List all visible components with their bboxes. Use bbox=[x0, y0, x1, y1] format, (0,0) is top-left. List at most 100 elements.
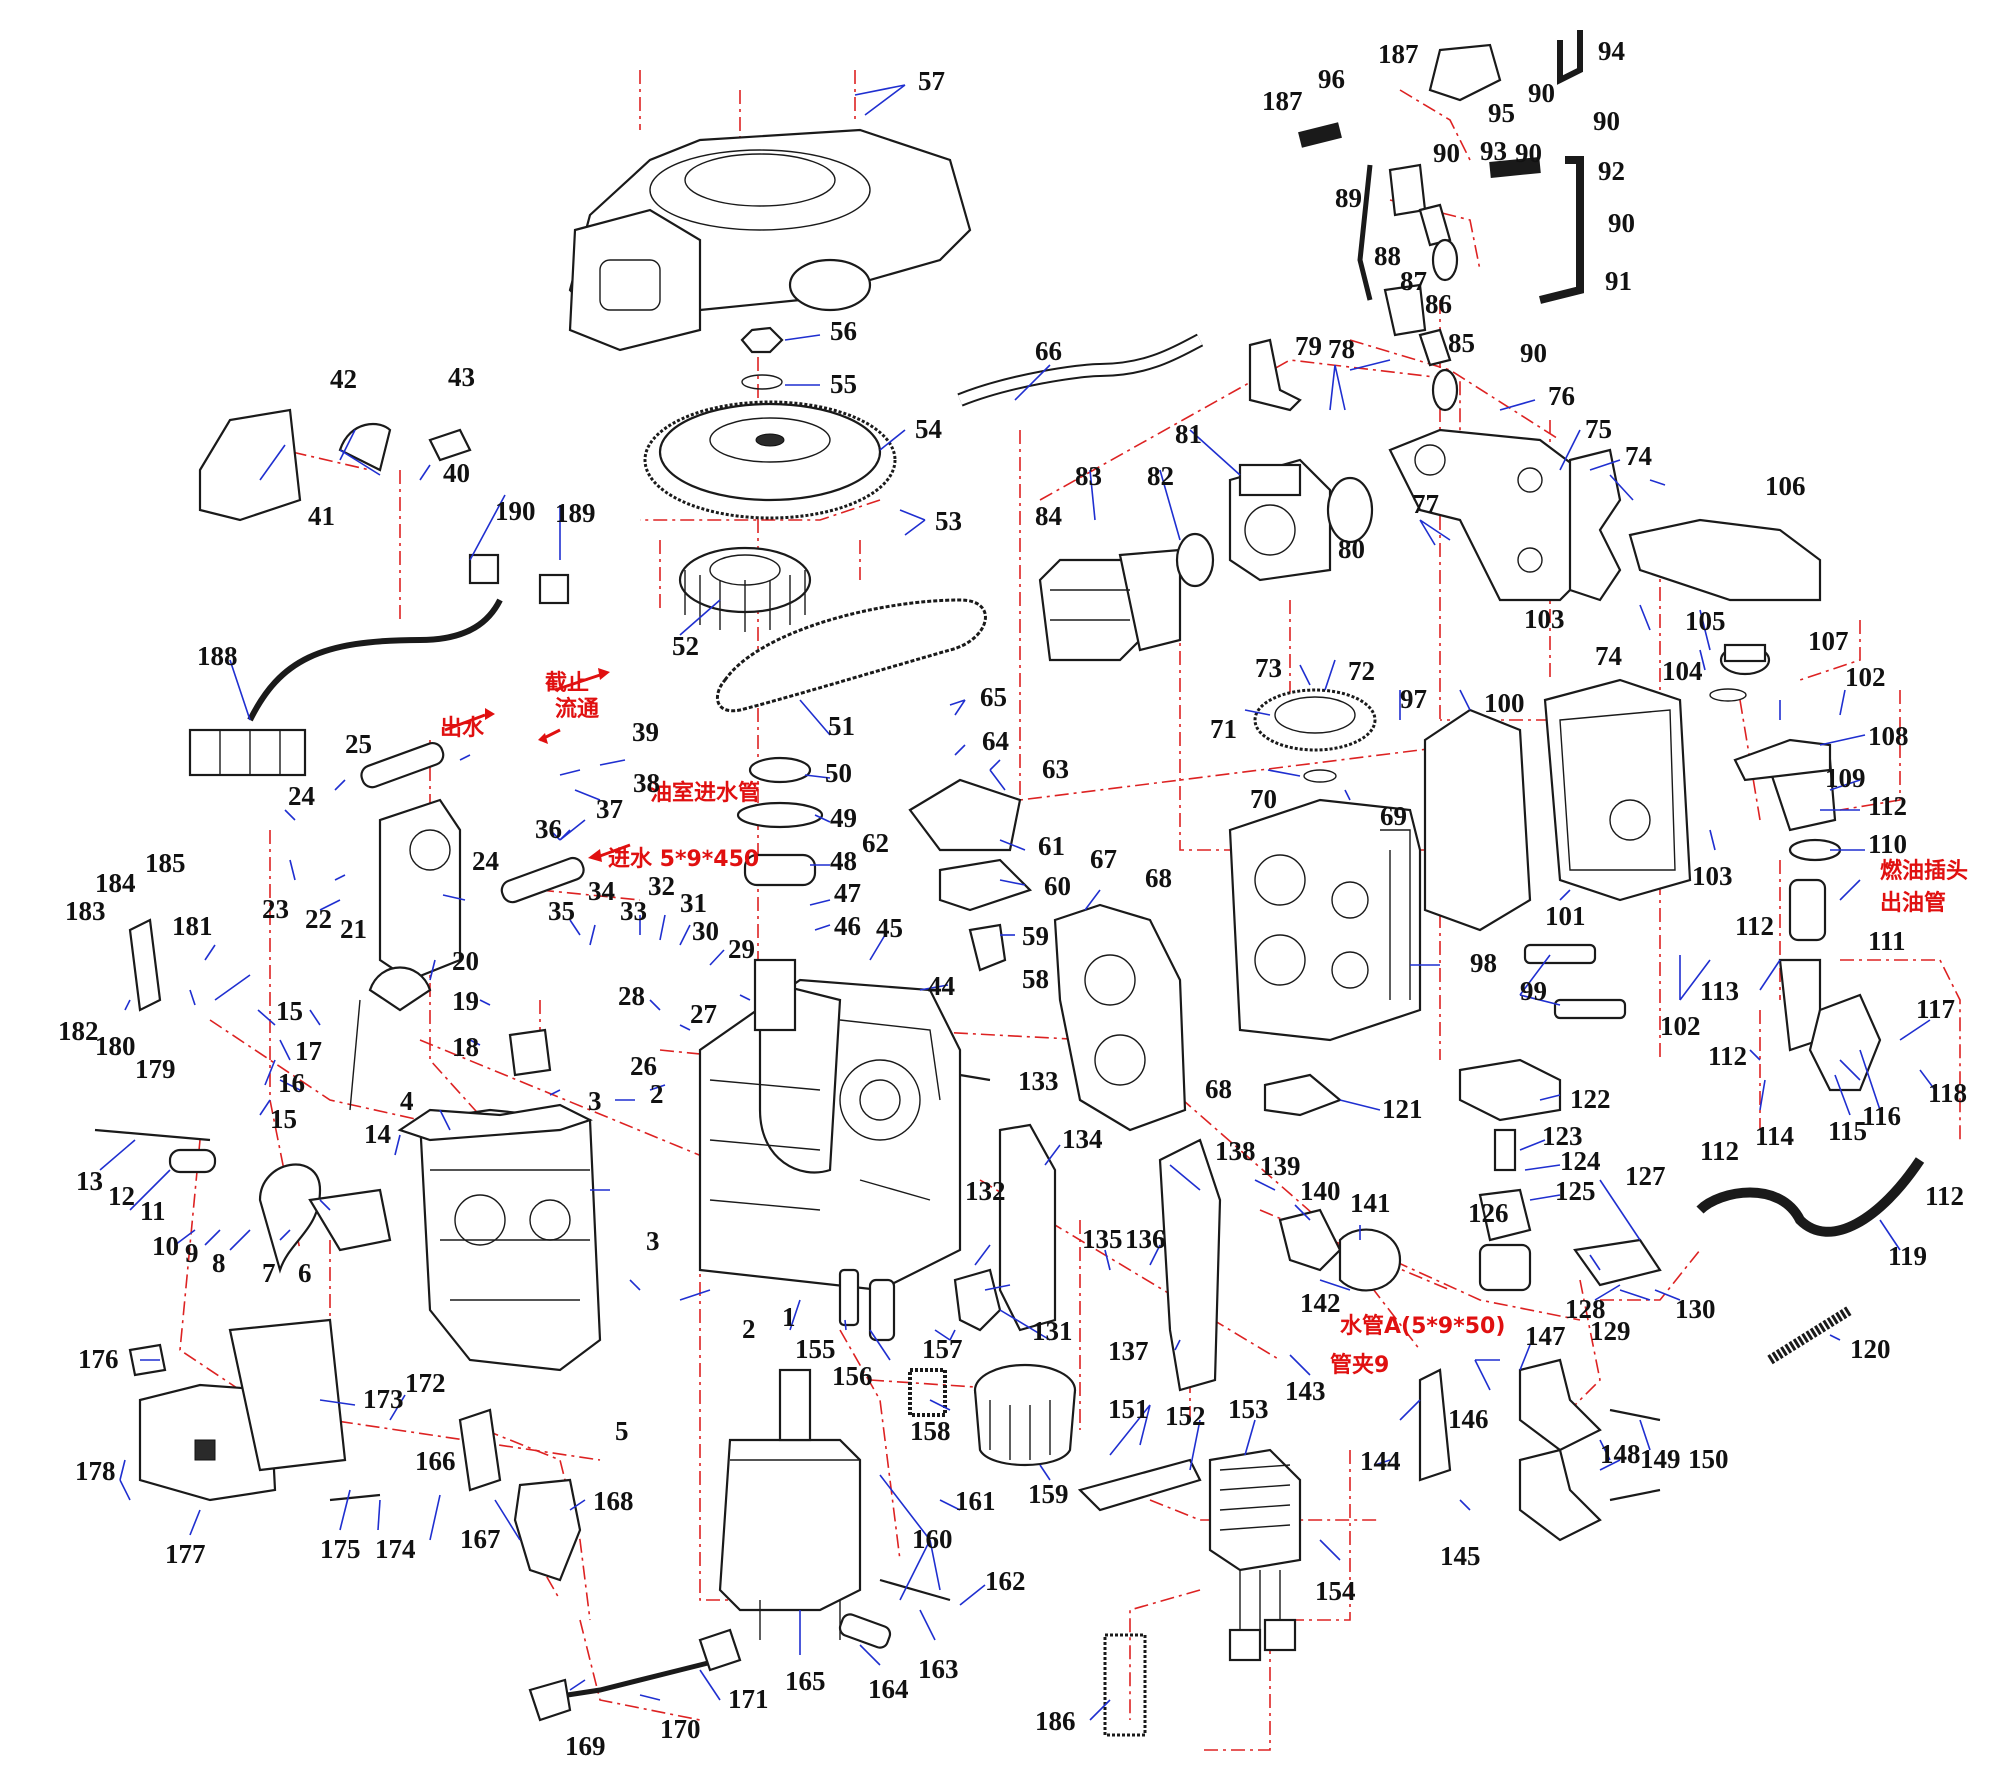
callout-186: 186 bbox=[1035, 1706, 1076, 1736]
callout-165: 165 bbox=[785, 1666, 826, 1696]
callout-151: 151 bbox=[1108, 1394, 1149, 1424]
relief-spring bbox=[908, 1368, 947, 1417]
callout-161: 161 bbox=[955, 1486, 996, 1516]
callout-185: 185 bbox=[145, 848, 186, 878]
callout-94: 94 bbox=[1598, 36, 1625, 66]
callout-8: 8 bbox=[212, 1248, 226, 1278]
callout-54: 54 bbox=[915, 414, 942, 444]
callout-53: 53 bbox=[935, 506, 962, 536]
callout-108: 108 bbox=[1868, 721, 1909, 751]
callout-112: 112 bbox=[1700, 1136, 1739, 1166]
flywheel bbox=[643, 400, 897, 520]
callout-153: 153 bbox=[1228, 1394, 1269, 1424]
dowel-pin bbox=[959, 1073, 991, 1082]
callout-109: 109 bbox=[1825, 763, 1866, 793]
callout-71: 71 bbox=[1210, 714, 1237, 744]
note-fuel-plug-line2: 出油管 bbox=[1880, 890, 1946, 916]
callout-40: 40 bbox=[443, 458, 470, 488]
callout-171: 171 bbox=[728, 1684, 769, 1714]
callout-90: 90 bbox=[1433, 138, 1460, 168]
hose-fitting bbox=[338, 422, 392, 472]
callout-177: 177 bbox=[165, 1539, 206, 1569]
callout-164: 164 bbox=[868, 1674, 909, 1704]
fuel-hose bbox=[1696, 1157, 1925, 1237]
callout-134: 134 bbox=[1062, 1124, 1103, 1154]
callout-38: 38 bbox=[633, 768, 660, 798]
callout-90: 90 bbox=[1593, 106, 1620, 136]
callout-24: 24 bbox=[288, 781, 315, 811]
callout-105: 105 bbox=[1685, 606, 1726, 636]
callout-67: 67 bbox=[1090, 844, 1117, 874]
pressure-sensor bbox=[953, 1268, 1002, 1332]
callout-78: 78 bbox=[1328, 334, 1355, 364]
callout-127: 127 bbox=[1625, 1161, 1666, 1191]
callout-30: 30 bbox=[692, 916, 719, 946]
oil-seal bbox=[748, 756, 812, 784]
callout-131: 131 bbox=[1032, 1316, 1073, 1346]
rectifier-regulator bbox=[1208, 1448, 1302, 1662]
callout-140: 140 bbox=[1300, 1176, 1341, 1206]
callout-187: 187 bbox=[1378, 39, 1419, 69]
callout-167: 167 bbox=[460, 1524, 501, 1554]
callout-32: 32 bbox=[648, 871, 675, 901]
callout-47: 47 bbox=[834, 878, 861, 908]
callout-135: 135 bbox=[1082, 1224, 1123, 1254]
callout-111: 111 bbox=[1868, 926, 1906, 956]
callout-120: 120 bbox=[1850, 1334, 1891, 1364]
callout-114: 114 bbox=[1755, 1121, 1794, 1151]
thermostat-cover bbox=[1278, 1208, 1342, 1272]
fuel-filter-bracket bbox=[1733, 738, 1832, 782]
relay-bracket bbox=[458, 1408, 502, 1492]
callout-14: 14 bbox=[364, 1119, 391, 1149]
callout-146: 146 bbox=[1448, 1404, 1489, 1434]
timing-belt bbox=[716, 598, 987, 713]
callout-95: 95 bbox=[1488, 98, 1515, 128]
callout-119: 119 bbox=[1888, 1241, 1927, 1271]
callout-90: 90 bbox=[1528, 78, 1555, 108]
wire-harness bbox=[188, 553, 570, 777]
cable-boot-2 bbox=[698, 1628, 742, 1672]
callout-85: 85 bbox=[1448, 328, 1475, 358]
callout-27: 27 bbox=[690, 999, 717, 1029]
callout-51: 51 bbox=[828, 711, 855, 741]
crank-cover-gasket bbox=[938, 858, 1033, 912]
callout-102: 102 bbox=[1845, 662, 1886, 692]
callout-145: 145 bbox=[1440, 1541, 1481, 1571]
callout-73: 73 bbox=[1255, 653, 1282, 683]
callout-28: 28 bbox=[618, 981, 645, 1011]
callout-65: 65 bbox=[980, 682, 1007, 712]
callout-64: 64 bbox=[982, 726, 1009, 756]
callout-11: 11 bbox=[140, 1196, 166, 1226]
callout-16: 16 bbox=[278, 1068, 305, 1098]
callout-15: 15 bbox=[276, 996, 303, 1026]
note-oil-chamber-inlet: 油室进水管 bbox=[650, 780, 760, 806]
note-pipe-clamp-9: 管夹9 bbox=[1330, 1352, 1389, 1378]
callout-41: 41 bbox=[308, 501, 335, 531]
callout-138: 138 bbox=[1215, 1136, 1256, 1166]
callout-45: 45 bbox=[876, 913, 903, 943]
note-water-in-spec: 进水 5*9*450 bbox=[608, 847, 759, 872]
wire-sleeve bbox=[1103, 1633, 1147, 1737]
callout-189: 189 bbox=[555, 498, 596, 528]
callout-43: 43 bbox=[448, 362, 475, 392]
callout-141: 141 bbox=[1350, 1188, 1391, 1218]
ecu-bolt bbox=[329, 1493, 381, 1502]
intake-gasket bbox=[1326, 476, 1374, 544]
dowel-1 bbox=[838, 1268, 860, 1327]
callout-61: 61 bbox=[1038, 831, 1065, 861]
callout-2: 2 bbox=[742, 1314, 756, 1344]
callout-118: 118 bbox=[1928, 1078, 1967, 1108]
exhaust-cover bbox=[1158, 1138, 1222, 1392]
callout-57: 57 bbox=[918, 66, 945, 96]
callout-83: 83 bbox=[1075, 461, 1102, 491]
callout-103: 103 bbox=[1524, 604, 1565, 634]
callout-96: 96 bbox=[1318, 64, 1345, 94]
callout-23: 23 bbox=[262, 894, 289, 924]
callout-183: 183 bbox=[65, 896, 106, 926]
callout-137: 137 bbox=[1108, 1336, 1149, 1366]
note-stop-line2: 流通 bbox=[555, 696, 599, 722]
callout-74: 74 bbox=[1625, 441, 1652, 471]
callout-68: 68 bbox=[1205, 1074, 1232, 1104]
oil-strainer-tube bbox=[868, 1278, 896, 1342]
